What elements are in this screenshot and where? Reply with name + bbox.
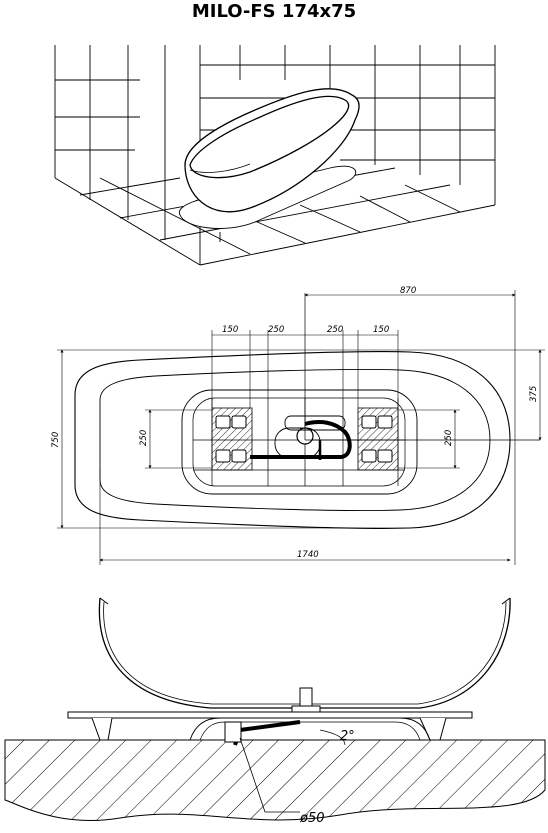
feet bbox=[215, 415, 393, 463]
dim-750: 750 bbox=[51, 432, 61, 448]
perspective-view bbox=[54, 45, 496, 266]
dim-spacing-4: 150 bbox=[373, 325, 389, 335]
dim-870: 870 bbox=[400, 286, 416, 296]
dim-spacing-2: 250 bbox=[268, 325, 284, 335]
side-tub-shell bbox=[98, 597, 511, 709]
base-plate-outline bbox=[181, 389, 418, 495]
bathtub-rim bbox=[189, 95, 350, 179]
plan-dimensions bbox=[57, 290, 545, 565]
drain-pipe bbox=[250, 420, 352, 459]
dim-250-right: 250 bbox=[444, 430, 454, 446]
dim-1740: 1740 bbox=[297, 550, 319, 560]
ground-section bbox=[4, 739, 546, 821]
slope-label: 2° bbox=[340, 729, 355, 744]
drain-diameter-label: ø50 bbox=[299, 811, 325, 826]
dim-spacing-1: 150 bbox=[222, 325, 238, 335]
bathtub-body bbox=[184, 88, 360, 213]
dim-spacing-3: 250 bbox=[327, 325, 343, 335]
left-wall-tiles bbox=[54, 45, 201, 266]
plan-view bbox=[74, 293, 540, 529]
dim-250-left: 250 bbox=[139, 430, 149, 446]
drawing-title: MILO-FS 174x75 bbox=[191, 1, 357, 22]
side-view bbox=[4, 597, 546, 821]
side-base-plate bbox=[67, 711, 473, 719]
dim-375: 375 bbox=[529, 386, 539, 402]
